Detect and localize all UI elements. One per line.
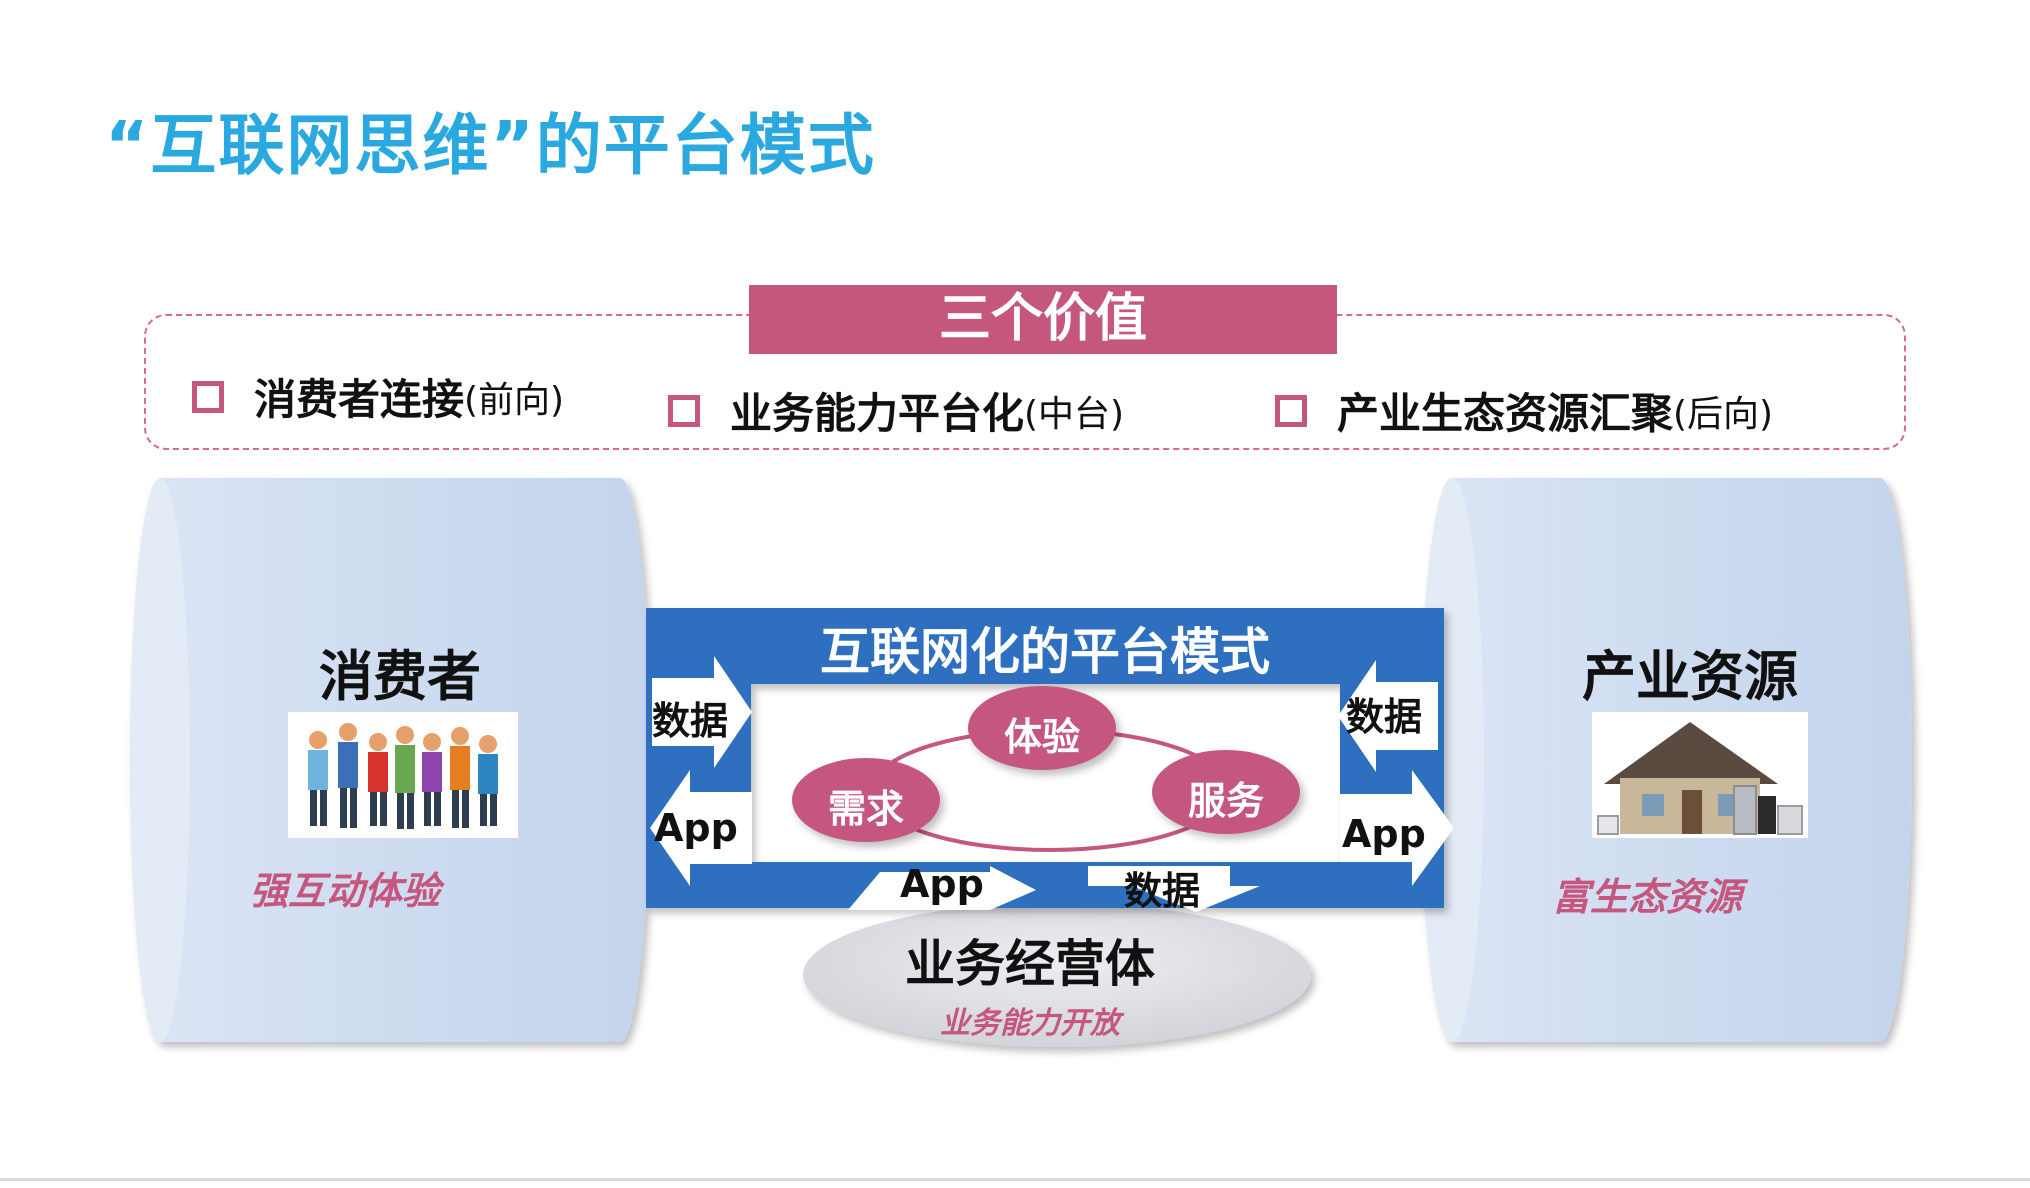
- arrow-right-in: [1338, 660, 1438, 772]
- node-experience-label: 体验: [1003, 715, 1080, 759]
- flow-bottom-up-label: App: [900, 862, 984, 906]
- house-appliances-icon: [1592, 712, 1808, 838]
- checkbox-square-icon: [668, 394, 700, 427]
- footer-line: [0, 1178, 2030, 1181]
- flow-bottom-down-label: 数据: [1124, 869, 1201, 913]
- checkbox-square-icon: [1275, 394, 1307, 427]
- node-service: [1152, 750, 1300, 834]
- node-experience: [968, 686, 1116, 770]
- node-demand-label: 需求: [827, 787, 904, 831]
- flow-right-in-label: 数据: [1346, 695, 1423, 739]
- value-label: 产业生态资源汇聚: [1337, 389, 1674, 438]
- flow-left-in-label: 数据: [652, 699, 729, 743]
- arrow-left-out: [650, 770, 752, 886]
- value-sub: (前向): [464, 379, 565, 421]
- platform-title: 互联网化的平台模式: [820, 623, 1270, 681]
- flow-right-out-label: App: [1342, 812, 1426, 856]
- value-item-consumer: 消费者连接 (前向): [192, 366, 564, 427]
- business-ellipse: [803, 903, 1311, 1047]
- arrow-bottom-up: [848, 866, 1036, 910]
- value-sub: (中台): [1024, 393, 1125, 435]
- people-photo: [288, 712, 518, 838]
- arrow-left-in: [652, 656, 752, 768]
- consumer-title: 消费者: [319, 645, 481, 708]
- industry-tag: 富生态资源: [1552, 875, 1743, 919]
- value-label: 消费者连接: [254, 375, 465, 424]
- values-header: 三个价值: [749, 285, 1337, 354]
- platform-band: [646, 608, 1444, 908]
- arrow-right-out: [1340, 770, 1454, 886]
- node-service-label: 服务: [1187, 779, 1264, 823]
- value-label: 业务能力平台化: [730, 389, 1025, 438]
- page-title: “互联网思维”的平台模式: [105, 107, 876, 184]
- value-sub: (后向): [1673, 393, 1774, 435]
- industry-title: 产业资源: [1582, 645, 1798, 708]
- value-item-platform: 业务能力平台化 (中台): [668, 380, 1124, 441]
- value-item-ecosystem: 产业生态资源汇聚 (后向): [1275, 380, 1773, 441]
- checkbox-square-icon: [192, 380, 224, 413]
- business-title: 业务经营体: [905, 935, 1155, 993]
- flow-left-out-label: App: [654, 806, 738, 850]
- arrow-bottom-down: [1088, 866, 1260, 912]
- node-demand: [792, 758, 940, 842]
- business-sub: 业务能力开放: [940, 1006, 1120, 1041]
- consumer-tag: 强互动体验: [250, 869, 441, 913]
